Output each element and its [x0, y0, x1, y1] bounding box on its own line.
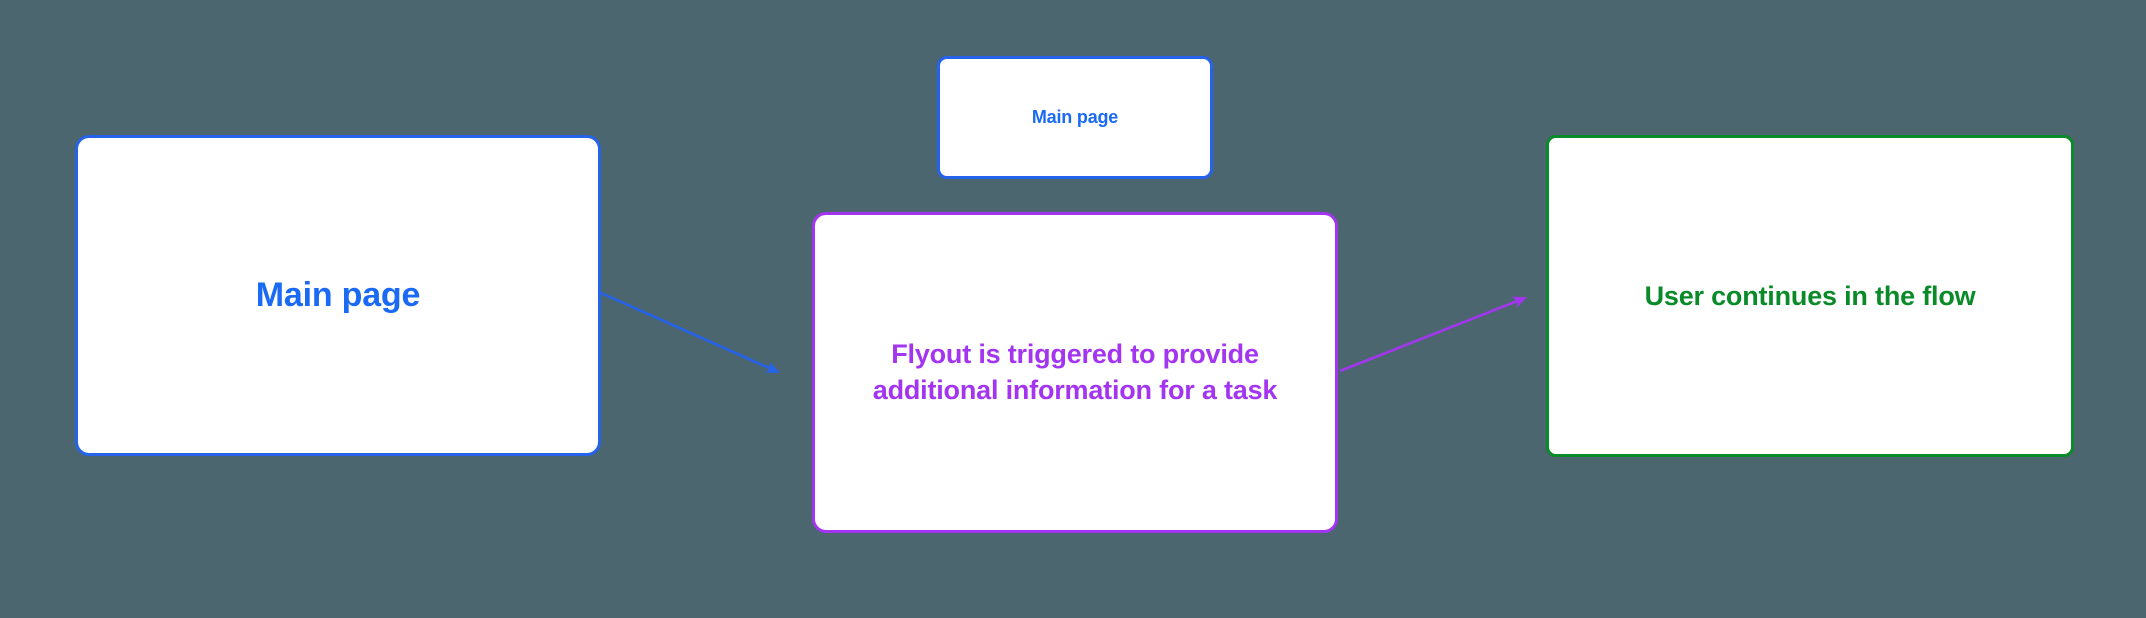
node-main-page-small-label: Main page [1031, 106, 1119, 127]
node-main-page-small[interactable]: Main page [937, 56, 1213, 179]
node-flyout[interactable]: Flyout is triggered to provide additiona… [812, 212, 1338, 533]
node-flyout-label: Flyout is triggered to provide additiona… [872, 338, 1278, 405]
node-main-page-large[interactable]: Main page [75, 135, 601, 456]
node-user-continues-label: User continues in the flow [1644, 280, 1976, 311]
node-main-page-large-label: Main page [255, 275, 421, 314]
node-user-continues[interactable]: User continues in the flow [1546, 135, 2074, 457]
edge-main-page-to-flyout [600, 291, 780, 374]
edge-flyout-to-user-continues [1339, 296, 1527, 373]
